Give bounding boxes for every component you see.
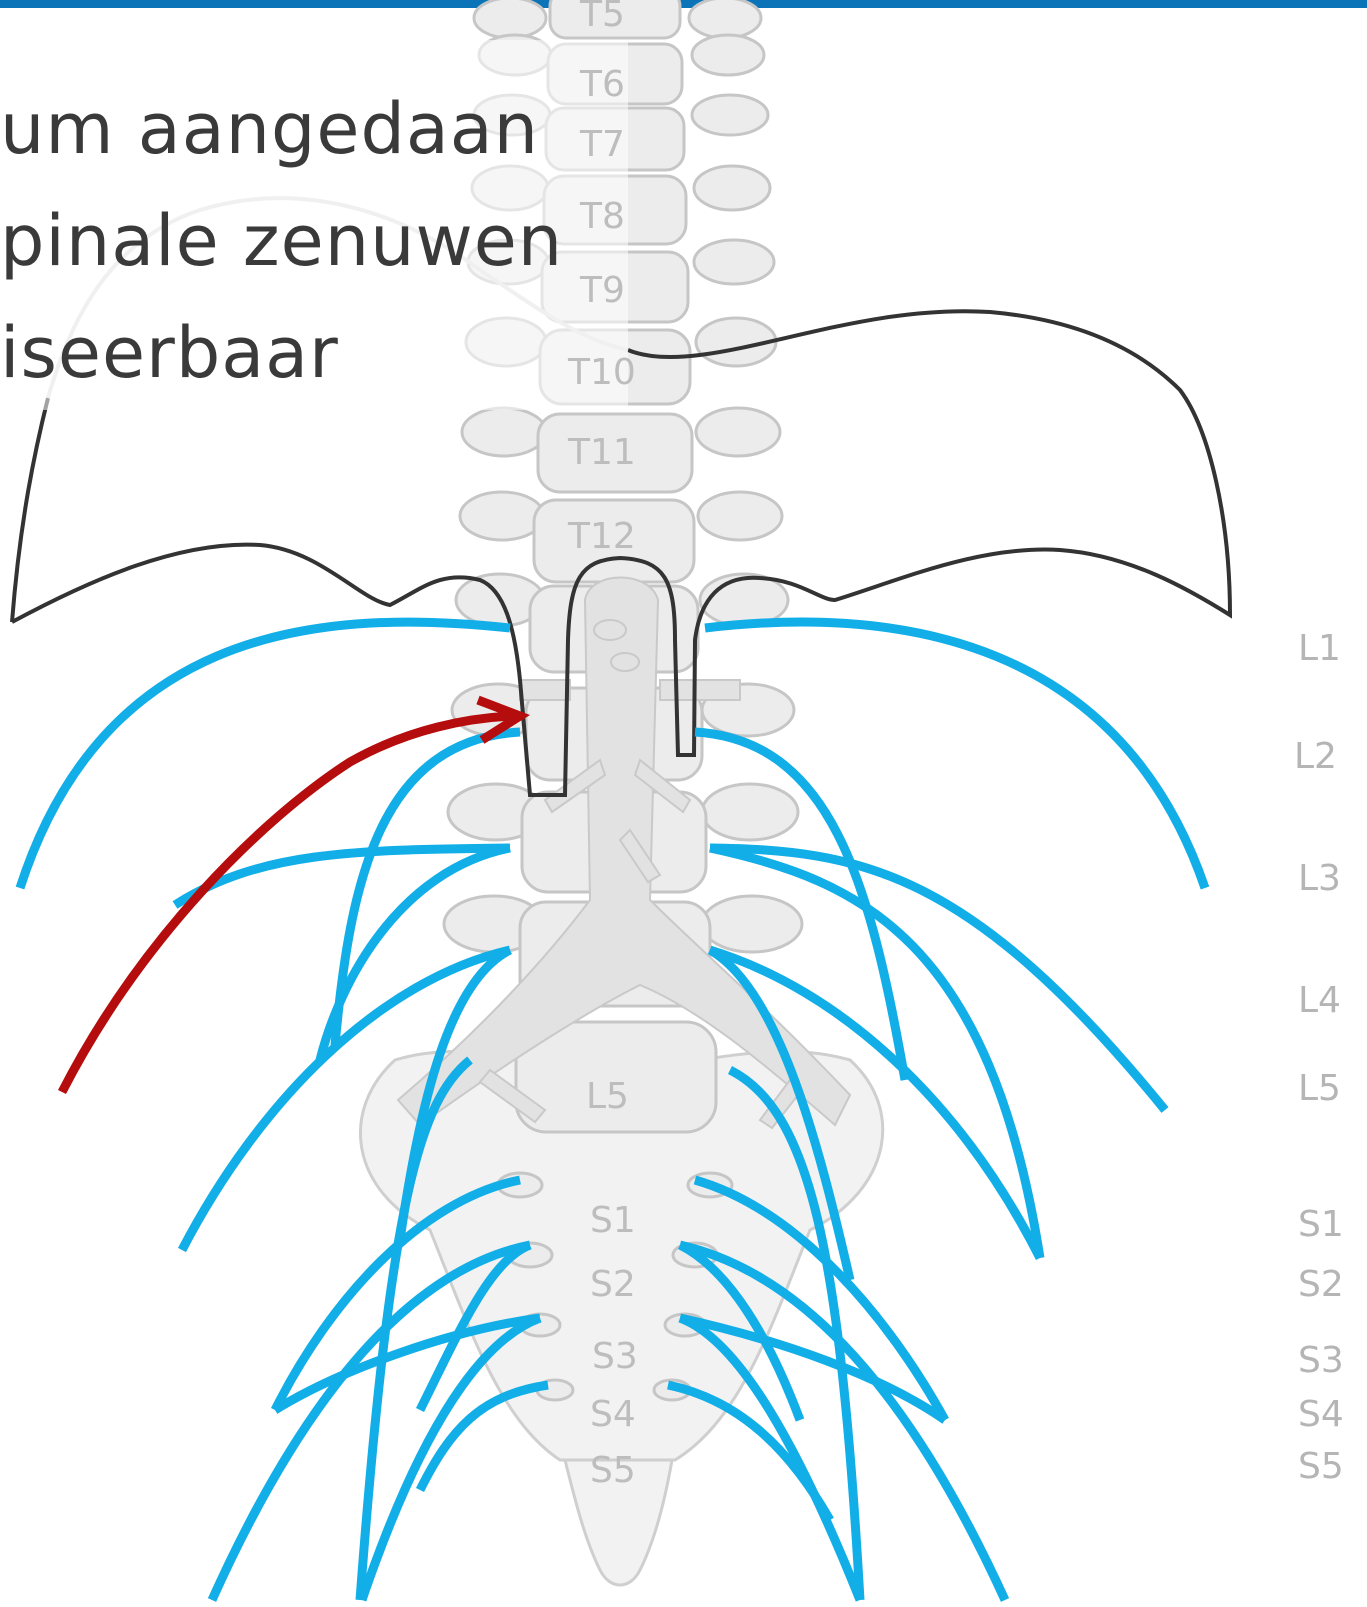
label-t5: T5 (579, 0, 625, 35)
label-t8: T8 (579, 196, 625, 237)
label-t12: T12 (567, 516, 636, 557)
root-label-s4: S4 (1298, 1394, 1344, 1435)
nerve-l3-left (175, 848, 510, 905)
root-label-s5: S5 (1298, 1446, 1344, 1487)
root-label-s2: S2 (1298, 1264, 1344, 1305)
bullet-line-3: iseerbaar (0, 312, 339, 394)
root-label-l1: L1 (1298, 628, 1341, 669)
label-s3: S3 (592, 1336, 638, 1377)
label-t9: T9 (579, 270, 625, 311)
root-label-l3: L3 (1298, 858, 1341, 899)
root-label-s1: S1 (1298, 1204, 1344, 1245)
root-label-l4: L4 (1298, 980, 1341, 1021)
label-s4: S4 (590, 1394, 636, 1435)
root-label-s3: S3 (1298, 1340, 1344, 1381)
label-t6: T6 (579, 64, 625, 105)
label-s1: S1 (590, 1200, 636, 1241)
root-label-l2: L2 (1294, 736, 1337, 777)
label-t7: T7 (579, 124, 625, 165)
label-t10: T10 (567, 352, 636, 393)
label-s5: S5 (590, 1450, 636, 1491)
label-l5: L5 (586, 1076, 629, 1117)
root-labels: L1 L2 L3 L4 L5 S1 S2 S3 S4 S5 (1294, 628, 1344, 1487)
label-s2: S2 (590, 1264, 636, 1305)
root-label-l5: L5 (1298, 1068, 1341, 1109)
bullet-line-2: pinale zenuwen (0, 200, 563, 282)
label-t11: T11 (567, 432, 636, 473)
bullet-line-1: um aangedaan (0, 88, 539, 170)
